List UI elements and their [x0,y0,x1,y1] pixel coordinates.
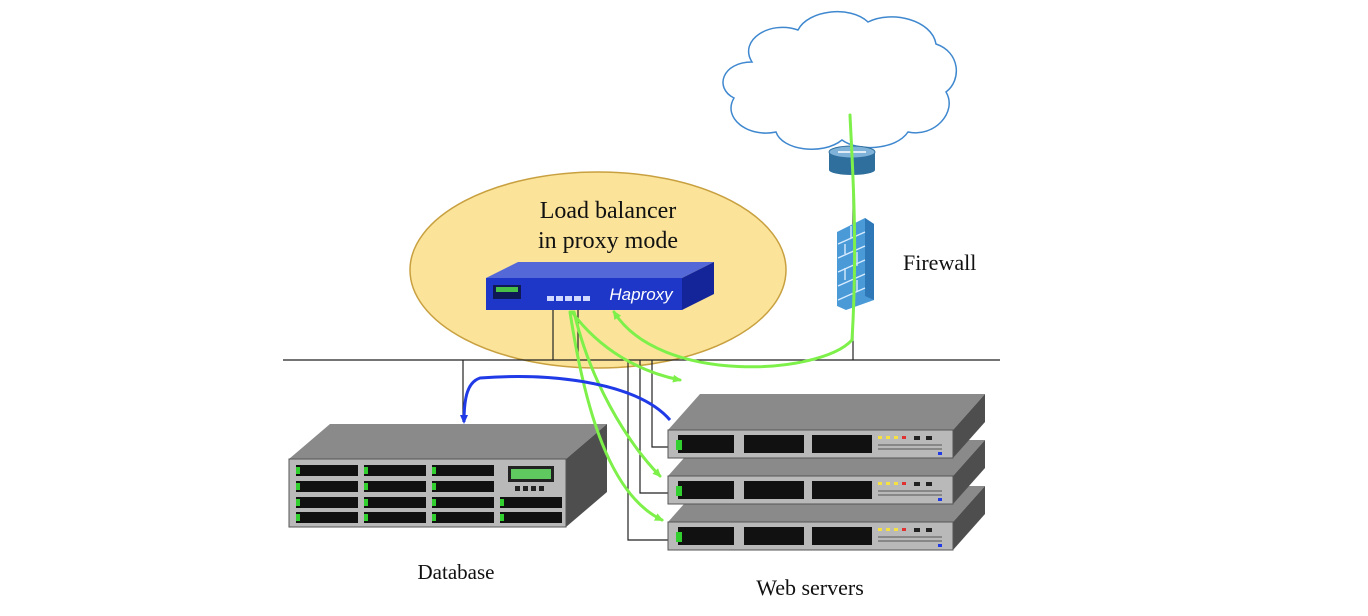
web-to-database-flow [460,375,672,424]
firewall-to-haproxy-flow [612,310,854,369]
firewall-label: Firewall [903,250,976,275]
internet-to-firewall-flow [848,113,857,342]
haproxy-to-web3-flow [568,310,664,522]
haproxy-to-web1-flow [570,310,682,383]
haproxy-appliance-icon [486,262,714,310]
database-server-icon [288,424,607,528]
web-servers-label: Web servers [756,575,864,600]
haproxy-brand-label: Haproxy [609,285,674,304]
cloud-icon [722,10,958,151]
database-label: Database [418,560,495,584]
web-server-icon [667,394,985,459]
load-balancer-label-line1: Load balancer [540,198,677,224]
load-balancer-label-line2: in proxy mode [538,228,678,254]
haproxy-to-web2-flow [572,310,662,478]
traffic-flows [568,113,857,522]
